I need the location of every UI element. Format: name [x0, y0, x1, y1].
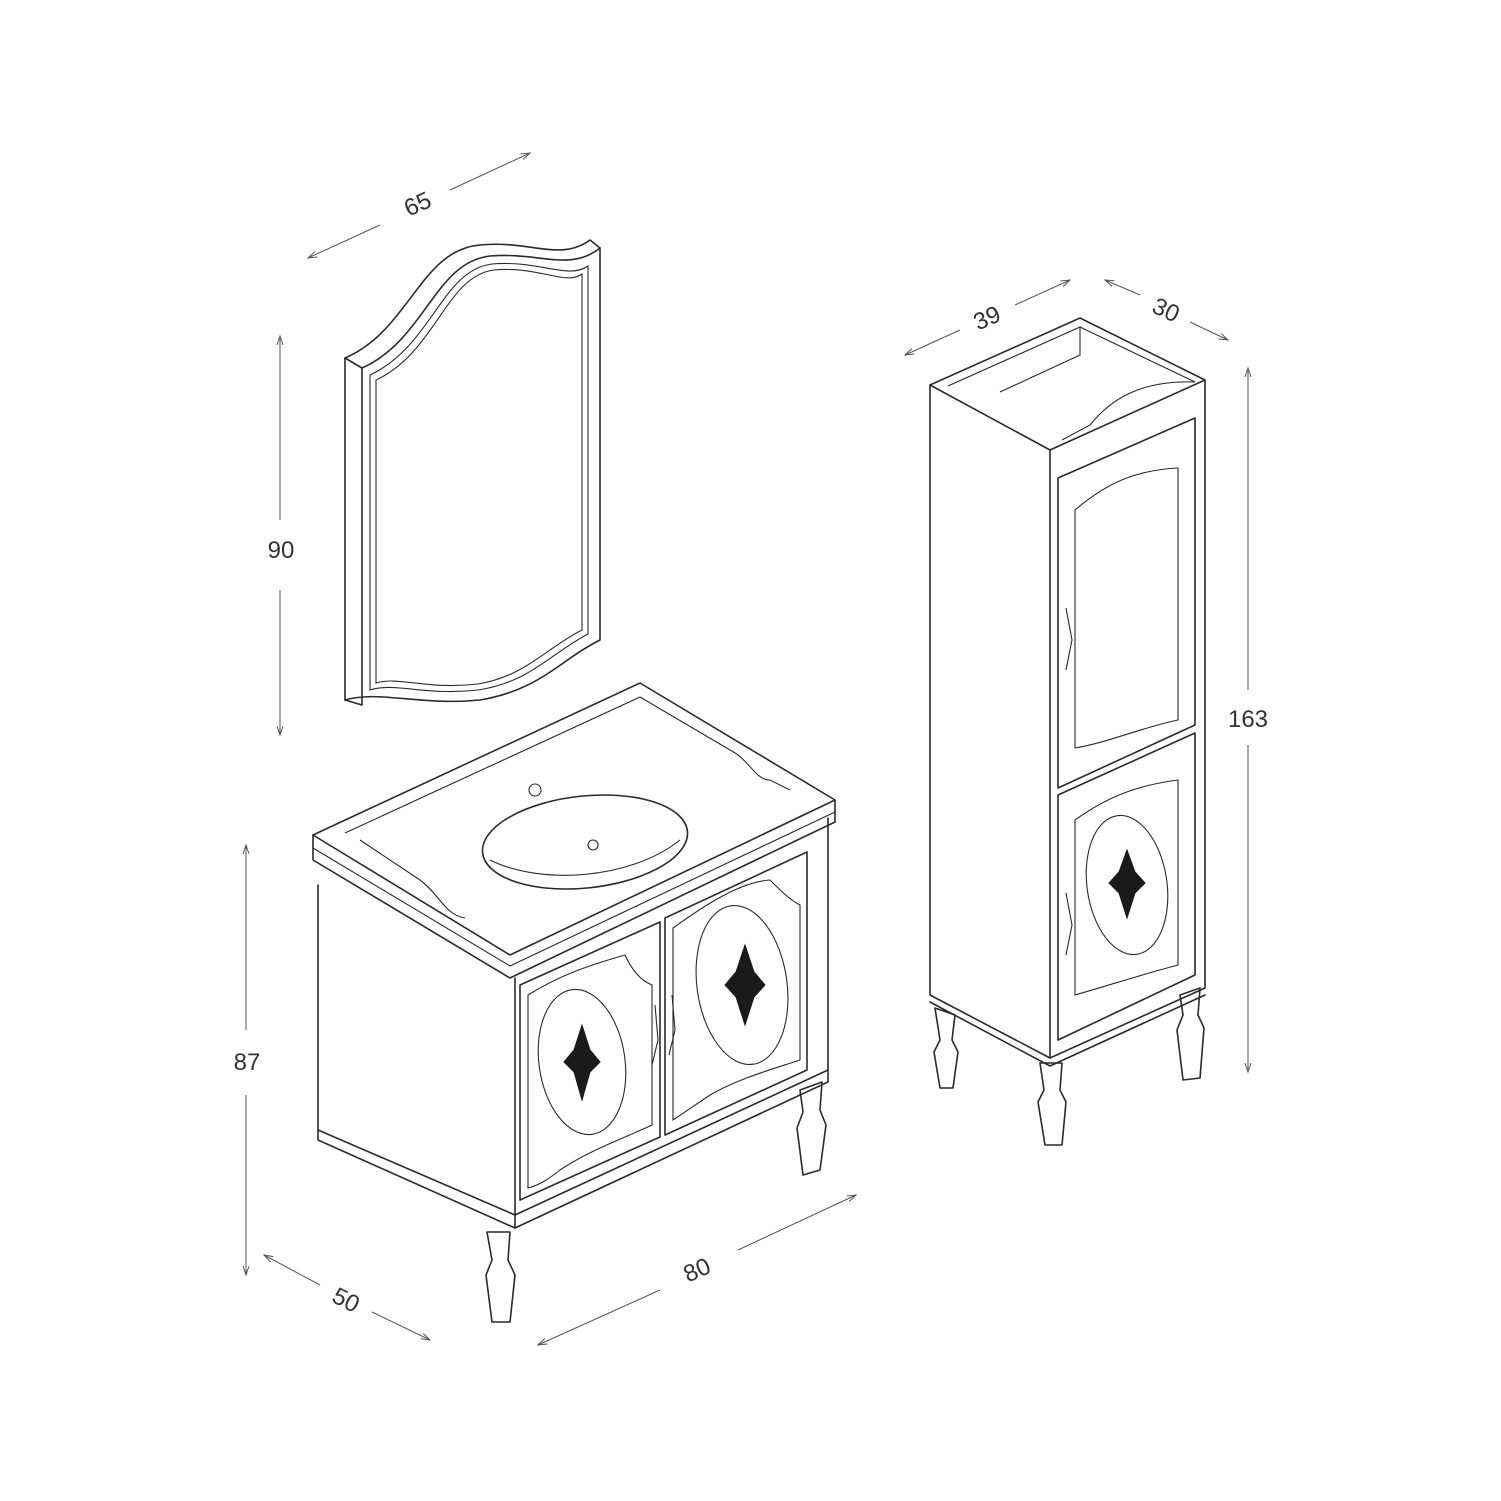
dimension-lines — [246, 153, 1248, 1345]
tall-cabinet — [929, 317, 1206, 1146]
tall-cabinet-depth-label: 30 — [1148, 293, 1184, 329]
mirror-height-label: 90 — [268, 537, 295, 564]
vanity-unit — [312, 682, 836, 1323]
mirror — [344, 239, 601, 706]
vanity-width-label: 80 — [680, 1253, 715, 1289]
tall-cabinet-height-label: 163 — [1228, 706, 1268, 733]
mirror-width-label: 65 — [400, 187, 435, 223]
vanity-height-label: 87 — [234, 1049, 261, 1076]
tall-cabinet-width-label: 39 — [970, 301, 1005, 337]
vanity-depth-label: 50 — [328, 1282, 364, 1318]
